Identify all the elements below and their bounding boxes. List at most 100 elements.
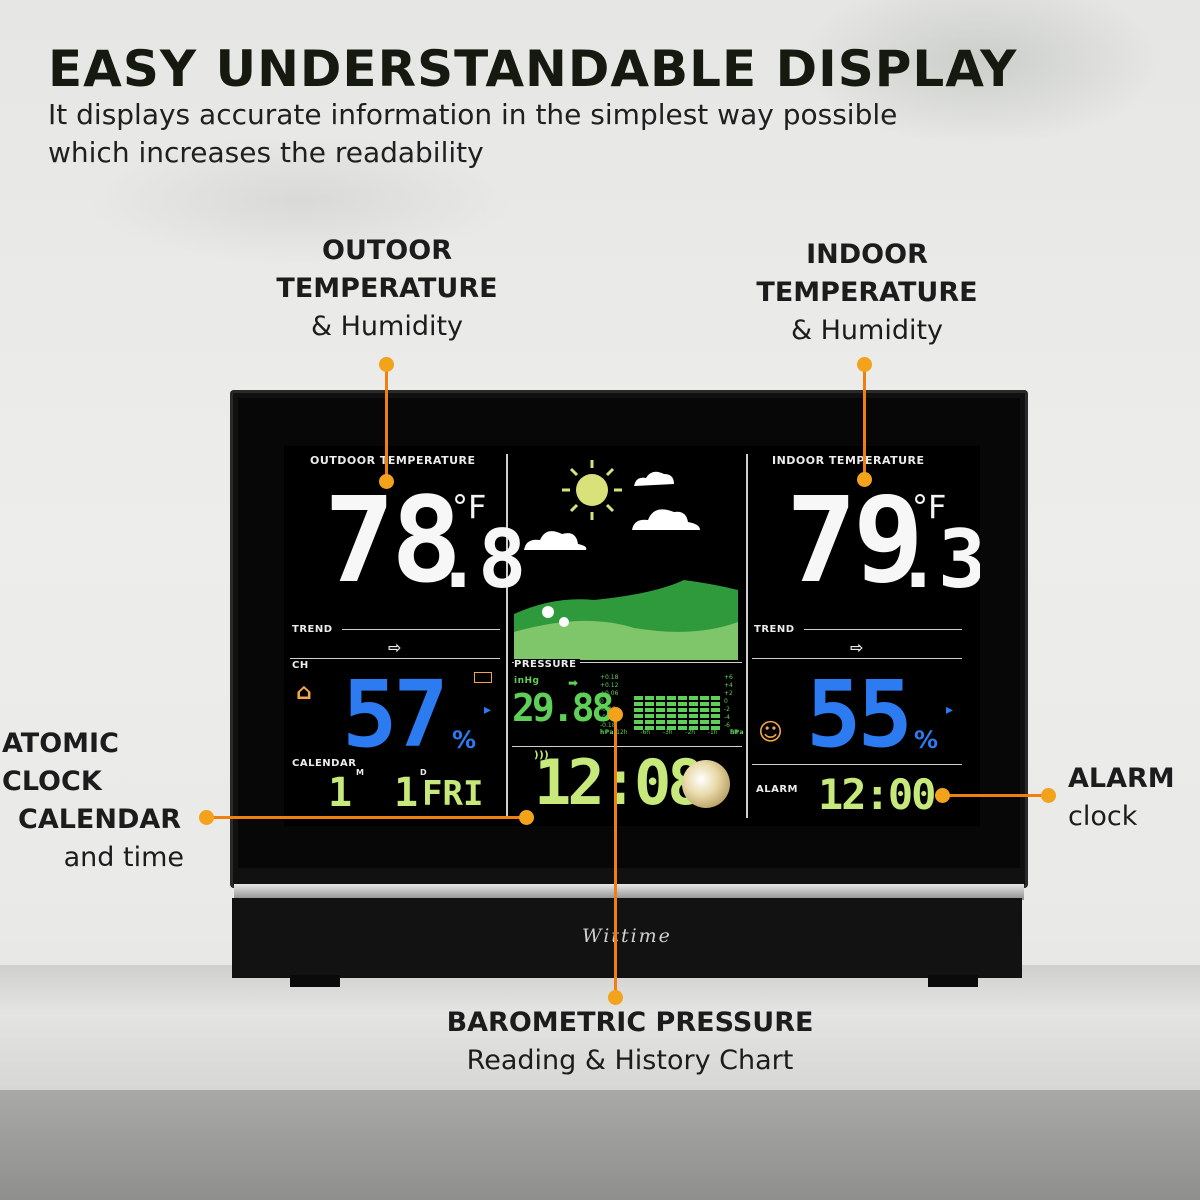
calendar-day: 1 — [394, 770, 418, 816]
outdoor-humidity-trend-icon: ▸ — [484, 702, 492, 718]
pressure-history-bar — [678, 696, 687, 700]
moon-phase-icon — [682, 760, 730, 808]
pressure-history-bar — [656, 702, 665, 706]
dot-pressure-bottom — [608, 990, 623, 1005]
cloud-icon-top — [634, 471, 674, 486]
pressure-history-bar — [634, 726, 643, 730]
pressure-history-bar — [667, 726, 676, 730]
pressure-history-bar — [711, 708, 720, 712]
pressure-scale-tick-right: +6 — [724, 674, 733, 681]
cloud-icon-left — [524, 531, 587, 550]
calendar-label: CALENDAR — [292, 758, 357, 769]
pressure-history-bar — [634, 720, 643, 724]
dot-outdoor-top — [379, 357, 394, 372]
pressure-history-bar — [645, 714, 654, 718]
calendar-day-mark: D — [420, 768, 428, 777]
pressure-scale-tick: -0.06 — [600, 706, 616, 713]
outdoor-temp-unit: °F — [452, 488, 487, 526]
pressure-history-bar — [711, 702, 720, 706]
pressure-hour-label: -3h — [662, 729, 673, 736]
callout-pressure-l1: BAROMETRIC PRESSURE — [446, 1007, 814, 1038]
clock-divider — [512, 746, 742, 747]
pressure-history-bar — [711, 726, 720, 730]
pressure-hour-label: -12h — [614, 729, 628, 736]
pressure-history-bar — [689, 696, 698, 700]
pressure-history-bar — [689, 708, 698, 712]
pressure-hour-label: -1h — [707, 729, 718, 736]
indoor-temp-label: INDOOR TEMPERATURE — [772, 454, 925, 467]
callout-indoor-l1: INDOOR — [806, 239, 928, 270]
pressure-history-bar — [656, 696, 665, 700]
foot-left — [290, 975, 340, 987]
outdoor-temp-decimal: .8 — [434, 513, 526, 606]
indoor-humidity-unit: % — [914, 726, 939, 754]
radio-signal-icon: ))) — [534, 750, 550, 761]
pressure-scale-tick-right: -2 — [724, 706, 730, 713]
pressure-history-bar — [634, 708, 643, 712]
pressure-history-bar — [678, 708, 687, 712]
pressure-history-bar — [711, 696, 720, 700]
pressure-divider — [512, 662, 742, 663]
leader-pressure — [614, 714, 617, 996]
outdoor-trend-line — [342, 629, 500, 630]
weather-forecast-icon — [514, 460, 738, 660]
outdoor-trend-label: TREND — [292, 624, 333, 635]
pressure-scale-tick: -0.12 — [600, 714, 630, 722]
callout-outdoor-l1: OUTOOR — [322, 235, 452, 266]
callout-pressure: BAROMETRIC PRESSURE Reading & History Ch… — [400, 1004, 860, 1080]
pressure-history-bar — [711, 714, 720, 718]
cloud-icon-right — [632, 509, 700, 530]
pressure-unit: inHg — [514, 676, 540, 686]
pressure-history-bar — [645, 702, 654, 706]
callout-pressure-l2: Reading & History Chart — [466, 1045, 794, 1076]
pressure-history-bar — [700, 720, 709, 724]
indoor-temp-unit: °F — [912, 488, 947, 526]
callout-alarm-l2: clock — [1068, 801, 1138, 832]
indoor-trend-label: TREND — [754, 624, 795, 635]
dot-atomic-left — [199, 810, 214, 825]
leader-atomic-clock — [206, 816, 526, 819]
alarm-label: ALARM — [756, 784, 799, 795]
pressure-scale-tick-right: +4 — [724, 682, 733, 689]
pressure-hour-label: -6h — [640, 729, 651, 736]
pressure-history-bar — [700, 702, 709, 706]
pressure-history-bar — [711, 720, 720, 724]
callout-alarm: ALARM clock — [1068, 760, 1198, 836]
indoor-humidity-trend-icon: ▸ — [946, 702, 954, 718]
pressure-scale-tick-right: +2 — [724, 690, 733, 697]
dot-alarm-right — [1041, 788, 1056, 803]
pressure-history-bar — [634, 696, 643, 700]
sun-icon — [562, 460, 622, 520]
channel-label: CH — [292, 660, 309, 671]
callout-atomic-l2: CALENDAR — [18, 804, 182, 835]
leader-outdoor — [385, 364, 388, 482]
callout-outdoor: OUTOOR TEMPERATURE & Humidity — [262, 232, 512, 346]
pressure-scale-tick: 0 — [600, 698, 604, 705]
pressure-scale-left: +0.18+0.12+0.060-0.06-0.12-0.18 — [600, 674, 630, 730]
pressure-history-bar — [656, 726, 665, 730]
pressure-history-bar — [634, 714, 643, 718]
alarm-divider — [752, 764, 962, 765]
pressure-history-bar — [645, 696, 654, 700]
pressure-history-bar — [700, 714, 709, 718]
subheadline-line-1: It displays accurate information in the … — [48, 98, 898, 131]
callout-atomic-clock: ATOMIC CLOCK CALENDAR and time — [0, 725, 228, 877]
pressure-trend-arrow-icon: ➡ — [568, 676, 579, 690]
pressure-hour-label: -2h — [685, 729, 696, 736]
pressure-history-bar — [678, 726, 687, 730]
calendar-month-mark: M — [356, 768, 365, 777]
outdoor-humidity-unit: % — [452, 726, 477, 754]
pressure-value: 29.88 — [512, 686, 614, 730]
brand-logo: Wittime — [582, 925, 672, 947]
outdoor-temp-value: 78 — [324, 471, 462, 609]
leader-alarm — [942, 794, 1048, 797]
pressure-scale-tick: +0.06 — [600, 690, 619, 697]
dot-indoor-bottom — [857, 472, 872, 487]
outdoor-divider — [290, 658, 500, 659]
subheadline: It displays accurate information in the … — [48, 96, 897, 172]
calendar-weekday: FRI — [422, 774, 484, 814]
pressure-history-bar — [678, 714, 687, 718]
pressure-history-bar — [656, 714, 665, 718]
